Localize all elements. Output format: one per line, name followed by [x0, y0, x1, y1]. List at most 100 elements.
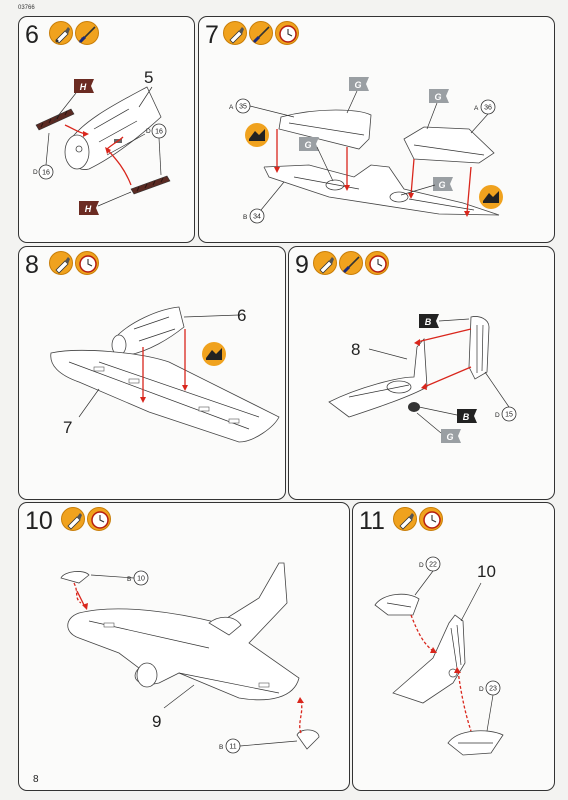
drying-clock-icon [419, 507, 443, 531]
glue-tube-icon [223, 21, 247, 45]
svg-text:D: D [146, 128, 151, 135]
svg-text:G: G [434, 92, 441, 102]
step-9-number: 9 [295, 251, 309, 279]
document-code: 03766 [18, 5, 35, 11]
svg-text:D: D [33, 169, 38, 176]
tail-wheel-part [408, 402, 420, 412]
lower-wing-part [263, 164, 500, 216]
step-11-icons [393, 507, 443, 531]
exhaust-stack-bottom-part [130, 175, 171, 195]
glue-grip-icon [245, 123, 269, 147]
stabilizer-left-part [60, 571, 90, 584]
svg-text:H: H [80, 82, 87, 92]
step-7-drawing: G G G G A 35 [229, 77, 503, 224]
svg-text:H: H [85, 204, 92, 214]
svg-text:16: 16 [155, 129, 163, 136]
drying-clock-icon [75, 251, 99, 275]
step-8-panel: 8 6 7 [18, 246, 286, 500]
part-10-label: 10 [477, 562, 496, 581]
wing-assembly-part [50, 350, 280, 443]
drying-clock-icon [275, 21, 299, 45]
step-6-panel: 6 5 [18, 16, 195, 243]
step-9-drawing: 8 B B G D 15 [328, 314, 517, 443]
part-callout-D16-top: D 16 [146, 123, 167, 139]
glue-grip-icon [479, 185, 503, 209]
step-7-number: 7 [205, 21, 219, 49]
glue-tube-icon [313, 251, 337, 275]
svg-text:35: 35 [239, 104, 247, 111]
part-callout-A35: A 35 [229, 98, 251, 114]
aircraft-assembly-part [67, 562, 300, 701]
svg-text:B: B [425, 317, 432, 327]
glue-tube-icon [393, 507, 417, 531]
step-6-icons [49, 21, 99, 45]
color-flag-H-bottom: H [79, 201, 99, 215]
upper-right-wing-part [403, 126, 495, 164]
part-7-label: 7 [63, 418, 72, 437]
tail-assembly-part [392, 614, 466, 704]
horizontal-stabilizer-upper-part [374, 593, 420, 616]
step-10-number: 10 [25, 507, 53, 535]
color-flag-G: G [441, 429, 461, 443]
svg-text:G: G [446, 432, 453, 442]
part-callout-D23: D 23 [479, 680, 501, 696]
part-callout-A36: A 36 [474, 99, 496, 115]
step-10-drawing: B 10 B 11 9 [60, 562, 320, 754]
glue-tube-icon [49, 251, 73, 275]
part-callout-D22: D 22 [419, 556, 441, 572]
step-9-panel: 9 8 B [288, 246, 555, 500]
part-callout-B34: B 34 [243, 208, 265, 224]
part-callout-D16-left: D 16 [33, 164, 54, 180]
color-flag-G-2: G [429, 89, 449, 103]
glue-tube-icon [49, 21, 73, 45]
horizontal-stabilizer-lower-part [447, 730, 504, 756]
part-9-label: 9 [152, 712, 161, 731]
glue-tube-icon [61, 507, 85, 531]
svg-text:G: G [304, 140, 311, 150]
svg-text:D: D [495, 412, 500, 419]
svg-text:D: D [419, 562, 424, 569]
stabilizer-right-part [296, 729, 320, 750]
paint-brush-icon [339, 251, 363, 275]
step-8-drawing: 6 7 [50, 306, 280, 443]
step-6-number: 6 [25, 21, 39, 49]
svg-text:23: 23 [489, 686, 497, 693]
step-8-number: 8 [25, 251, 39, 279]
step-9-icons [313, 251, 389, 275]
svg-text:36: 36 [484, 105, 492, 112]
glue-grip-icon [202, 342, 226, 366]
step-10-icons [61, 507, 111, 531]
color-flag-G-4: G [433, 177, 453, 191]
part-6-label: 6 [237, 306, 246, 325]
step-6-drawing: 5 H H D 16 [33, 68, 171, 215]
paint-brush-icon [249, 21, 273, 45]
step-11-panel: 11 10 D 22 [352, 502, 555, 791]
svg-text:10: 10 [137, 576, 145, 583]
fuselage-tail-part [328, 338, 428, 418]
svg-text:B: B [219, 744, 223, 751]
color-flag-B-1: B [419, 314, 439, 328]
step-11-drawing: 10 D 22 D 23 [374, 556, 504, 756]
page-number: 8 [33, 774, 39, 785]
svg-text:D: D [479, 686, 484, 693]
part-5-label: 5 [144, 68, 153, 87]
svg-text:15: 15 [505, 412, 513, 419]
step-7-icons [223, 21, 299, 45]
drying-clock-icon [87, 507, 111, 531]
svg-text:B: B [127, 576, 131, 583]
drying-clock-icon [365, 251, 389, 275]
color-flag-B-2: B [457, 409, 477, 423]
svg-text:22: 22 [429, 562, 437, 569]
part-8-label: 8 [351, 340, 360, 359]
svg-text:B: B [463, 412, 470, 422]
fuselage-nose-part [64, 86, 162, 170]
rudder-part [468, 316, 490, 380]
step-8-icons [49, 251, 99, 275]
fuselage-nose-part [111, 306, 185, 356]
paint-brush-icon [75, 21, 99, 45]
upper-left-wing-part [278, 109, 372, 150]
svg-text:G: G [354, 80, 361, 90]
step-10-panel: 10 B 10 [18, 502, 350, 791]
color-flag-H-top: H [74, 79, 94, 93]
part-callout-B11: B 11 [219, 738, 241, 754]
